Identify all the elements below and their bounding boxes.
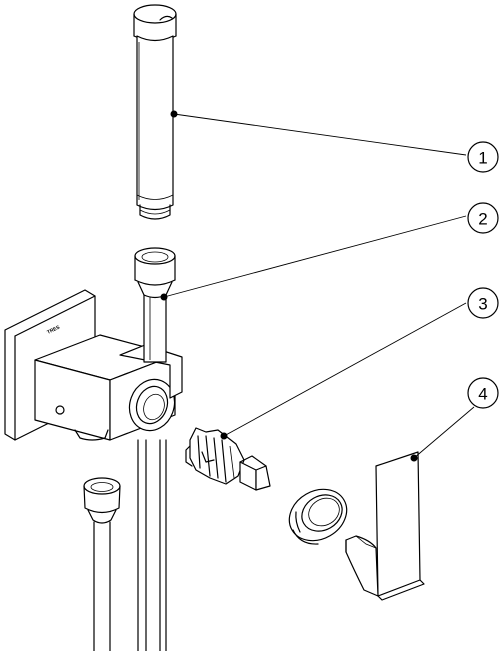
callout-label-2: 2 (478, 210, 487, 229)
brand-mark: TRES (46, 324, 61, 336)
lever-handle (345, 451, 425, 601)
callout-1: 1 (467, 141, 499, 173)
hose-connector (134, 247, 176, 363)
leader-dot-3 (220, 432, 228, 440)
slide-rail (137, 439, 167, 651)
nut (288, 488, 348, 545)
callout-4: 4 (467, 377, 499, 409)
callout-3: 3 (467, 287, 499, 319)
leader-dot-4 (410, 454, 418, 462)
leader-line-2 (163, 215, 467, 298)
leader-line-1 (173, 113, 467, 156)
wall-outlet-block: TRES (4, 289, 183, 441)
callout-2: 2 (467, 202, 499, 234)
lower-hose (83, 477, 121, 651)
leader-line-3 (223, 302, 467, 437)
leader-line-4 (413, 406, 475, 459)
hand-shower (133, 4, 177, 220)
callout-label-1: 1 (478, 149, 487, 168)
leader-dot-1 (170, 110, 178, 118)
leader-lines (160, 110, 475, 462)
callout-label-4: 4 (478, 385, 487, 404)
callout-label-3: 3 (478, 295, 487, 314)
leader-dot-2 (160, 293, 168, 301)
cartridge (185, 427, 271, 491)
